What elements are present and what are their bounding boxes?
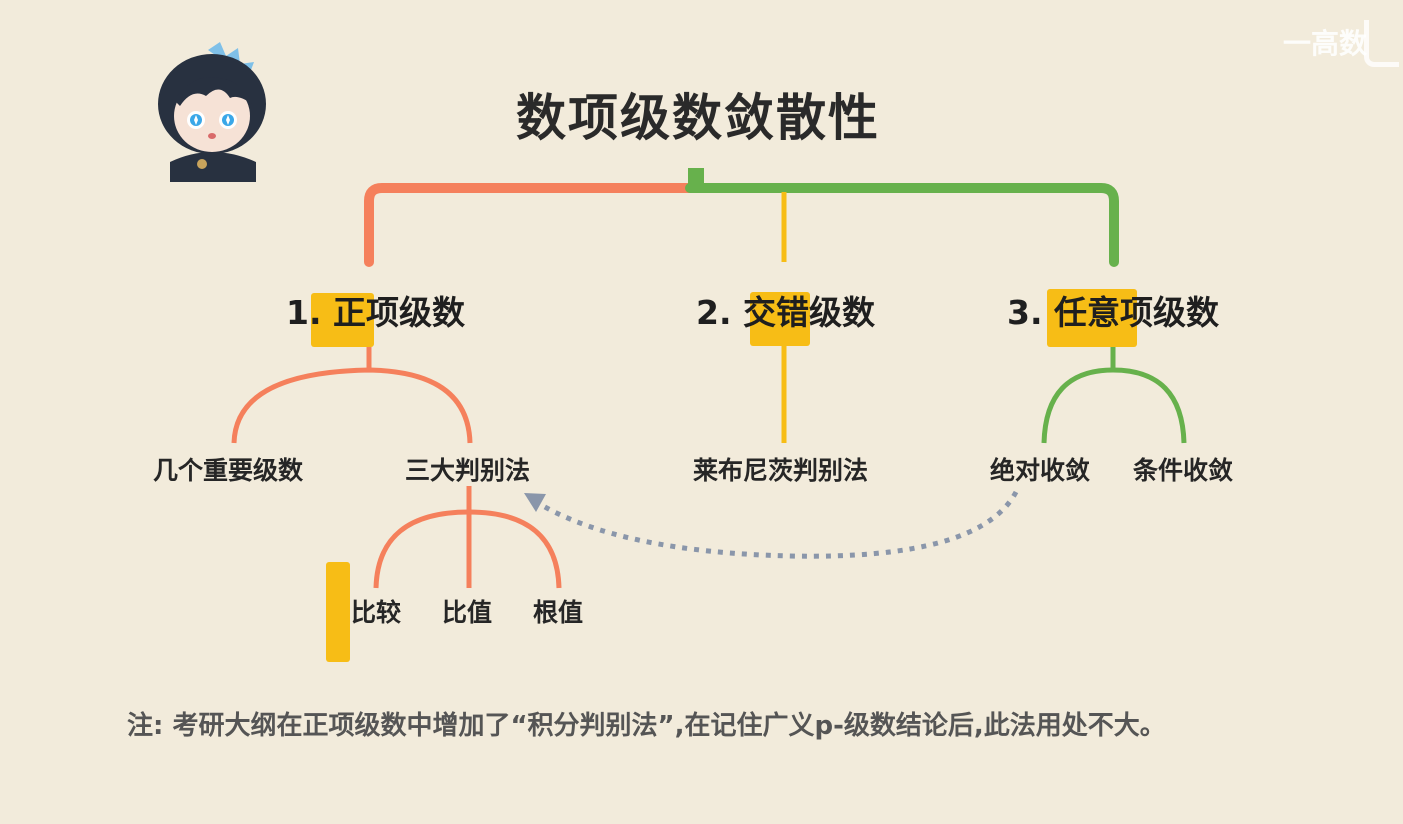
leaf-important-series: 几个重要级数: [153, 456, 304, 485]
leaf-conditional-convergence: 条件收敛: [1133, 456, 1234, 485]
top-bracket-left: [364, 183, 695, 267]
dotted-arrow: [536, 490, 1019, 559]
branch-arbitrary-series: 3. 任意项级数: [1007, 293, 1219, 332]
page-title: 数项级数敛散性: [516, 89, 880, 147]
top-bracket-right: [685, 183, 1119, 267]
watermark-logo-icon: [1364, 20, 1399, 67]
branch1-arc: [231, 367, 473, 444]
branch3-arc: [1041, 367, 1187, 444]
arrow-head: [524, 493, 546, 512]
footnote: 注: 考研大纲在正项级数中增加了“积分判别法”,在记住广义p-级数结论后,此法用…: [127, 711, 1166, 741]
watermark: 一高数: [1282, 27, 1367, 60]
leaf-three-tests: 三大判别法: [405, 456, 531, 485]
leaf-absolute-convergence: 绝对收敛: [990, 456, 1091, 485]
branch-alternating-series: 2. 交错级数: [696, 293, 875, 332]
top-stub: [688, 168, 704, 190]
sub-comparison-test: 比较: [351, 598, 402, 627]
highlight-branch1: [311, 293, 374, 347]
branch-positive-series: 1. 正项级数: [286, 293, 465, 332]
highlight-compare: [326, 562, 350, 662]
tests-arc: [373, 509, 562, 589]
sub-ratio-test: 比值: [442, 598, 493, 627]
highlight-branch3: [1047, 289, 1137, 347]
sub-root-test: 根值: [533, 598, 584, 627]
leaf-leibniz-test: 莱布尼茨判别法: [693, 456, 869, 485]
avatar: [158, 42, 266, 182]
highlight-branch2: [750, 292, 810, 346]
